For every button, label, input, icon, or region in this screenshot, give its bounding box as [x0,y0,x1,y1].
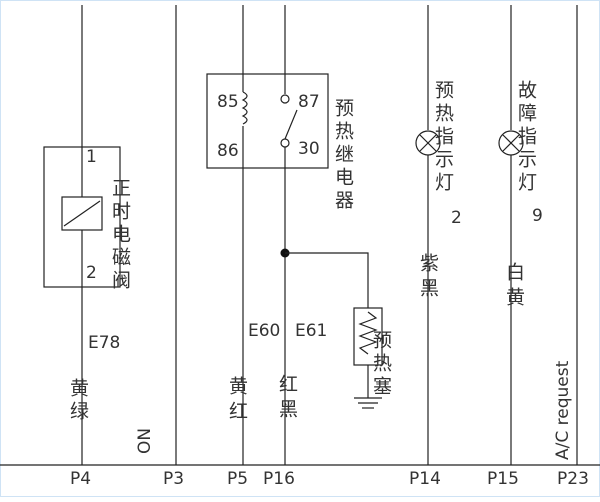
relay-code-left: E60 [248,321,280,341]
relay-pin-87: 87 [298,92,320,112]
heater-plug-label: 预热塞 [370,330,392,399]
p16-wire-color: 红黑 [276,374,298,424]
valve-pin-2: 2 [86,263,97,283]
relay-label: 预热继电器 [332,98,354,213]
switch-on-label: ON [135,428,155,454]
valve-code: E78 [88,333,120,353]
pin-label-p3: P3 [163,469,184,489]
relay-pin-30: 30 [298,139,320,159]
preheat-relay-box [206,73,329,169]
relay-contact-87 [280,94,290,104]
valve-label: 正时电磁阀 [109,178,131,293]
relay-pin-86: 86 [217,141,239,161]
pin-label-p23: P23 [557,469,589,489]
heater-plug-body [353,307,383,366]
wire-heater-feed [285,252,369,308]
fault-lamp-index: 9 [532,206,543,226]
relay-switch-arm [284,109,298,140]
ac-request-label: A/C request [553,360,573,460]
relay-contact-30 [280,138,290,148]
preheat-lamp-cross-2 [419,134,437,152]
pin-label-p14: P14 [409,469,441,489]
pin-label-p4: P4 [70,469,91,489]
preheat-lamp-index: 2 [451,208,462,228]
fault-lamp-label: 故障指示灯 [515,80,537,195]
p5-wire-color: 黄红 [226,376,248,426]
preheat-lamp-wire-color: 紫黑 [417,253,439,303]
fault-lamp-cross-2 [502,134,520,152]
pin-label-p15: P15 [487,469,519,489]
valve-pin-1: 1 [86,147,97,167]
relay-code-right: E61 [295,321,327,341]
valve-wire-color: 黄绿 [67,378,89,424]
pin-label-p5: P5 [227,469,248,489]
relay-pin-85: 85 [217,92,239,112]
solenoid-coil-slash [63,200,101,227]
relay-coil [241,91,248,125]
preheat-lamp-label: 预热指示灯 [432,80,454,195]
heater-plug-element [358,311,378,355]
pin-label-p16: P16 [263,469,295,489]
fault-lamp-wire-color: 白黄 [503,262,525,312]
